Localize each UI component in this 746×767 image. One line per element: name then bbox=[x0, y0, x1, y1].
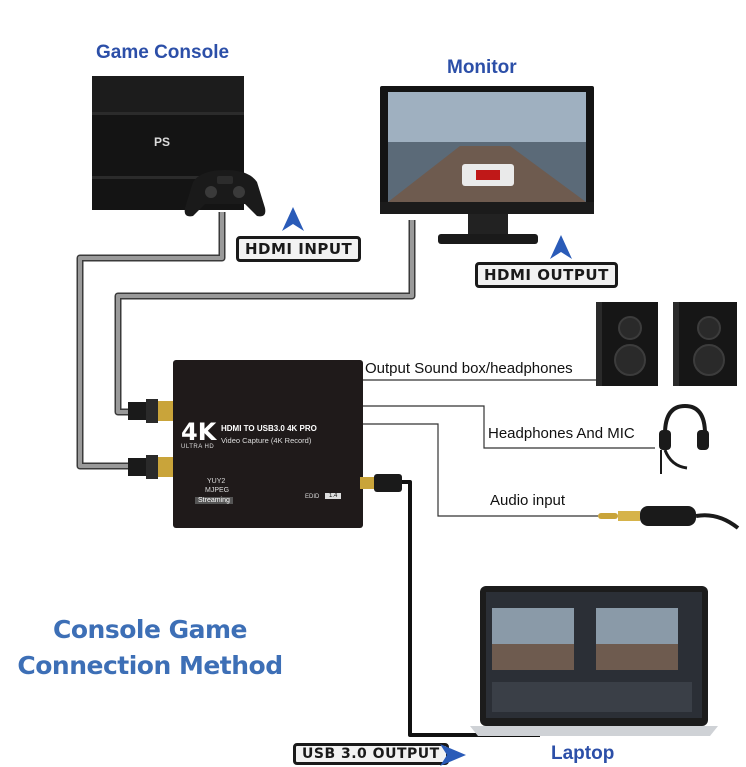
mjpeg-label: MJPEG bbox=[205, 487, 230, 494]
diagram-title-line2: Connection Method bbox=[17, 651, 283, 680]
yuy2-label: YUY2 bbox=[207, 478, 226, 485]
laptop-icon bbox=[470, 586, 718, 736]
hdmi-input-tag: HDMI INPUT bbox=[236, 236, 362, 262]
diagram-title-line1: Console Game bbox=[53, 615, 248, 644]
game-console-label: Game Console bbox=[96, 42, 230, 63]
monitor-icon bbox=[380, 86, 594, 244]
hdmi-plug-icon bbox=[128, 399, 176, 423]
audio-input-label: Audio input bbox=[490, 492, 566, 509]
speaker-icon bbox=[673, 302, 737, 386]
sound-box-label: Output Sound box/headphones bbox=[365, 360, 573, 377]
edid-label: EDID bbox=[305, 494, 320, 500]
audio-in-line bbox=[362, 423, 598, 517]
streaming-label: Streaming bbox=[195, 497, 233, 504]
headset-icon bbox=[659, 403, 709, 474]
badge-4k: 4K bbox=[181, 418, 217, 446]
device-line2: Video Capture (4K Record) bbox=[221, 436, 312, 445]
audio-jack-icon bbox=[598, 506, 740, 530]
up-arrow-icon bbox=[282, 207, 304, 231]
right-arrow-icon bbox=[440, 744, 466, 766]
usb-plug-icon bbox=[360, 474, 402, 492]
headphones-line bbox=[362, 405, 655, 449]
hdmi-output-tag: HDMI OUTPUT bbox=[475, 262, 618, 288]
controller-icon bbox=[184, 170, 266, 217]
game-console-icon: PS bbox=[92, 76, 244, 210]
headphones-mic-label: Headphones And MIC bbox=[488, 425, 635, 442]
capture-device: 4K ULTRA HD HDMI TO USB3.0 4K PRO Video … bbox=[173, 360, 363, 528]
usb-cable bbox=[400, 480, 540, 737]
ultra-hd-label: ULTRA HD bbox=[181, 444, 215, 450]
up-arrow-icon bbox=[550, 235, 572, 259]
edid-value: 1.4 bbox=[325, 493, 342, 499]
device-line1: HDMI TO USB3.0 4K PRO bbox=[221, 424, 317, 433]
speaker-icon bbox=[596, 302, 658, 386]
monitor-label: Monitor bbox=[447, 57, 517, 78]
usb-output-tag: USB 3.0 OUTPUT bbox=[293, 743, 449, 765]
svg-text:PS: PS bbox=[154, 135, 170, 149]
hdmi-plug-icon bbox=[128, 455, 176, 479]
laptop-label: Laptop bbox=[551, 743, 615, 764]
